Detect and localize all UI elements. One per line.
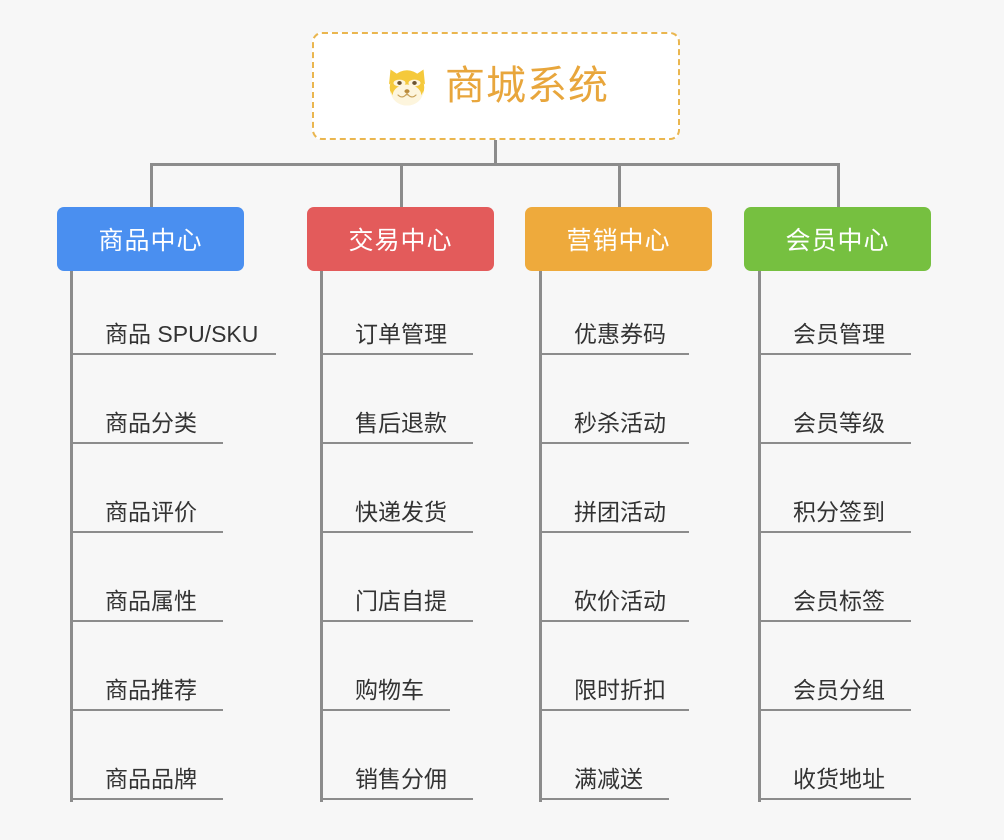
leaf-item-points-checkin[interactable]: 积分签到 [758,449,911,533]
leaf-label: 砍价活动 [574,587,666,614]
leaf-label: 商品推荐 [105,676,197,703]
leaf-label: 销售分佣 [355,765,447,792]
category-label-marketing-center: 营销中心 [566,227,671,255]
leaf-spine-product-center [70,271,73,802]
category-box-marketing-center[interactable]: 营销中心 [525,207,712,271]
leaf-label: 会员分组 [793,676,885,703]
leaf-item-product-recommend[interactable]: 商品推荐 [70,627,223,711]
leaf-item-shipping-address[interactable]: 收货地址 [758,716,911,800]
leaf-label: 会员等级 [793,409,885,436]
connector-drop-product-center [150,163,153,209]
leaf-label: 限时折扣 [574,676,666,703]
category-box-product-center[interactable]: 商品中心 [57,207,244,271]
leaf-item-group-buy[interactable]: 拼团活动 [539,449,689,533]
leaf-spine-member-center [758,271,761,802]
leaf-label: 购物车 [355,676,424,703]
leaf-label: 订单管理 [355,320,447,347]
leaf-item-full-reduction-gift[interactable]: 满减送 [539,716,669,800]
leaf-label: 会员标签 [793,587,885,614]
leaf-spine-marketing-center [539,271,542,802]
leaf-item-product-attribute[interactable]: 商品属性 [70,538,223,622]
leaf-item-member-management[interactable]: 会员管理 [758,271,911,355]
connector-root-drop [494,140,497,164]
connector-horizontal-bar [150,163,840,166]
leaf-item-sales-commission[interactable]: 销售分佣 [320,716,473,800]
connector-drop-member-center [837,163,840,209]
category-label-product-center: 商品中心 [98,227,203,255]
leaf-item-flash-sale[interactable]: 秒杀活动 [539,360,689,444]
connector-drop-trade-center [400,163,403,209]
leaf-label: 商品评价 [105,498,197,525]
category-label-member-center: 会员中心 [785,227,890,255]
leaf-label: 商品品牌 [105,765,197,792]
leaf-label: 积分签到 [793,498,885,525]
leaf-item-store-pickup[interactable]: 门店自提 [320,538,473,622]
leaf-item-product-spu-sku[interactable]: 商品 SPU/SKU [70,271,276,355]
shiba-dog-face-icon [389,69,425,106]
leaf-label: 售后退款 [355,409,447,436]
leaf-label: 商品属性 [105,587,197,614]
category-box-trade-center[interactable]: 交易中心 [307,207,494,271]
root-title: 商城系统 [445,64,609,108]
leaf-item-product-review[interactable]: 商品评价 [70,449,223,533]
leaf-item-product-brand[interactable]: 商品品牌 [70,716,223,800]
leaf-item-product-category[interactable]: 商品分类 [70,360,223,444]
category-label-trade-center: 交易中心 [348,227,453,255]
leaf-label: 商品分类 [105,409,197,436]
leaf-item-order-management[interactable]: 订单管理 [320,271,473,355]
leaf-label: 拼团活动 [574,498,666,525]
leaf-item-coupon-code[interactable]: 优惠券码 [539,271,689,355]
root-node[interactable]: 商城系统 [312,32,680,140]
leaf-label: 秒杀活动 [574,409,666,436]
leaf-label: 商品 SPU/SKU [105,320,259,347]
leaf-label: 优惠券码 [574,320,666,347]
leaf-item-limited-time-discount[interactable]: 限时折扣 [539,627,689,711]
leaf-item-express-shipping[interactable]: 快递发货 [320,449,473,533]
leaf-label: 满减送 [574,765,643,792]
leaf-item-shopping-cart[interactable]: 购物车 [320,627,450,711]
leaf-item-member-level[interactable]: 会员等级 [758,360,911,444]
leaf-label: 收货地址 [793,765,885,792]
leaf-spine-trade-center [320,271,323,802]
leaf-item-member-group[interactable]: 会员分组 [758,627,911,711]
connector-drop-marketing-center [618,163,621,209]
leaf-item-bargain-activity[interactable]: 砍价活动 [539,538,689,622]
leaf-label: 快递发货 [355,498,447,525]
leaf-item-after-sales-refund[interactable]: 售后退款 [320,360,473,444]
leaf-label: 门店自提 [355,587,447,614]
category-box-member-center[interactable]: 会员中心 [744,207,931,271]
leaf-label: 会员管理 [793,320,885,347]
leaf-item-member-tag[interactable]: 会员标签 [758,538,911,622]
